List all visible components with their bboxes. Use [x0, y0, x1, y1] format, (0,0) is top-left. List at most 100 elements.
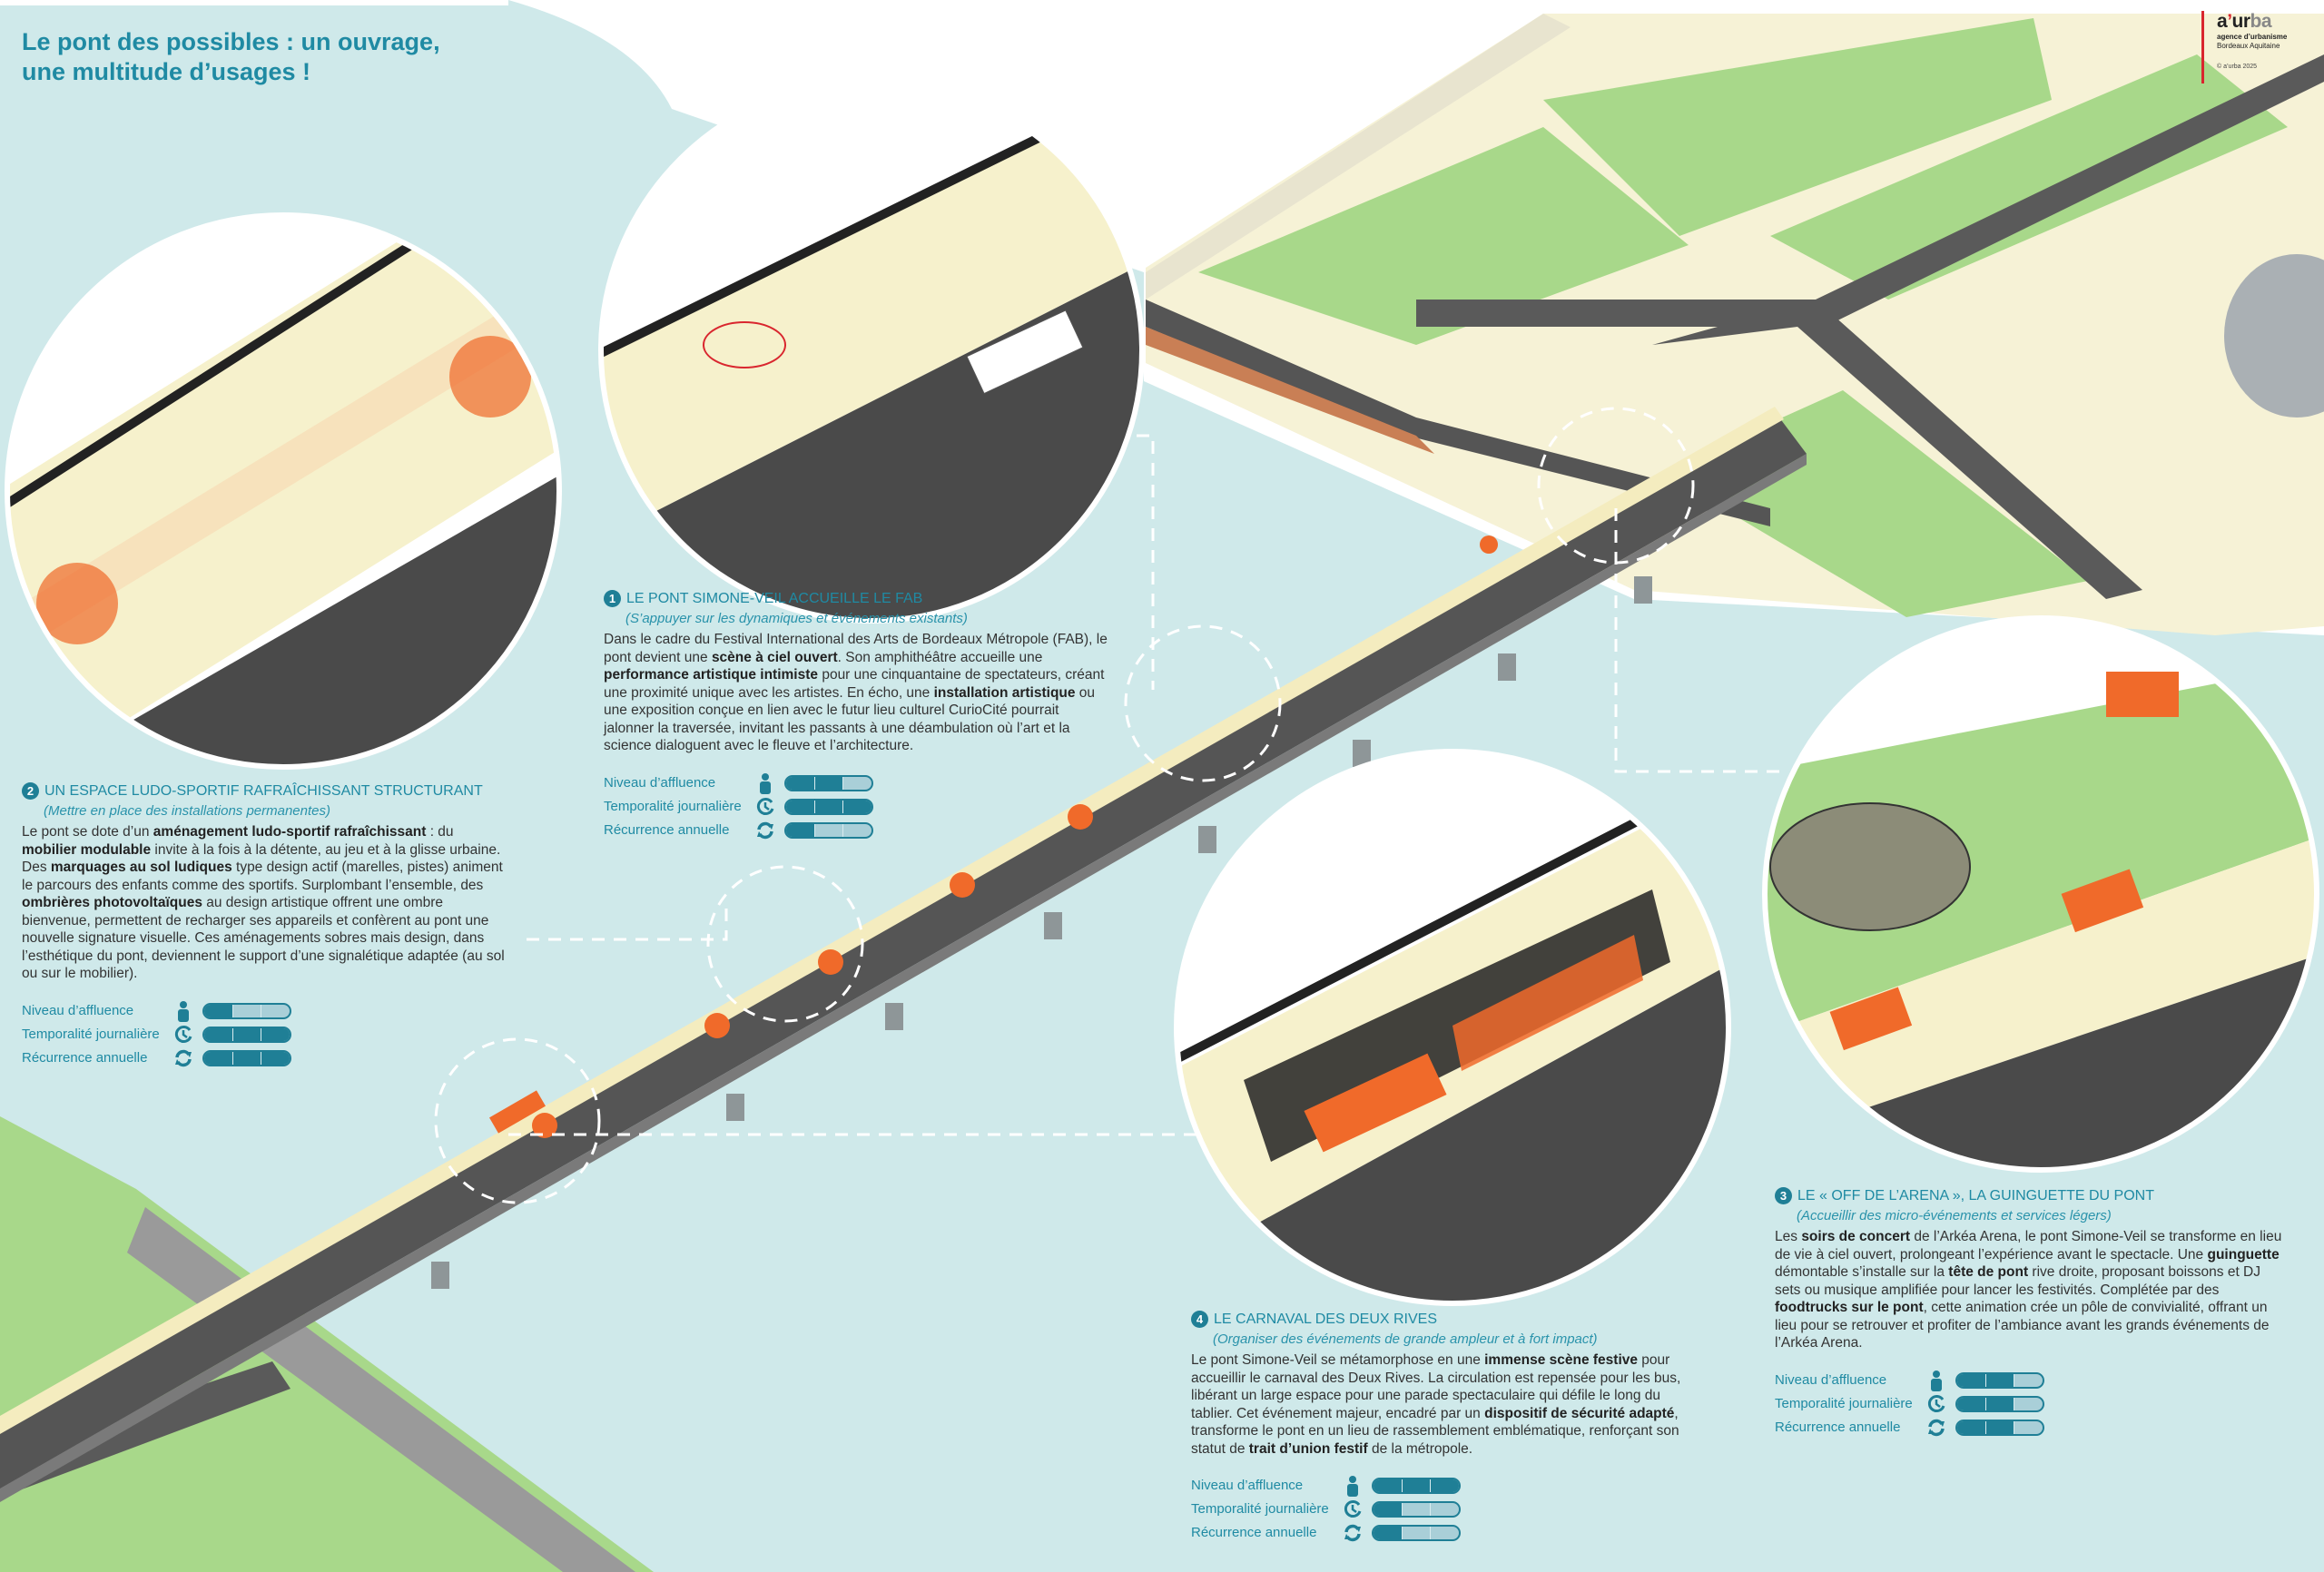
section-title: LE CARNAVAL DES DEUX RIVES: [1214, 1312, 1437, 1327]
indicator-row: Temporalité journalière: [604, 795, 1112, 819]
section-title: LE « OFF DE L’ARENA », LA GUINGUETTE DU …: [1797, 1188, 2154, 1204]
body-text: au design artistique offrent une ombre b…: [22, 895, 505, 981]
bar-segment: [261, 1051, 290, 1065]
section-heading: 4 LE CARNAVAL DES DEUX RIVES: [1191, 1311, 1699, 1329]
bar-segment: [1957, 1397, 1986, 1410]
connector-lines: [434, 407, 1779, 1204]
section-title: LE PONT SIMONE-VEIL ACCUEILLE LE FAB: [626, 591, 923, 606]
section-number: 3: [1775, 1187, 1792, 1205]
level-bar: [1372, 1478, 1461, 1494]
page-margin: [0, 0, 508, 5]
body-text: : du: [426, 824, 454, 840]
body-emphasis: guinguette: [2207, 1246, 2280, 1263]
indicator-row: Temporalité journalière: [1775, 1392, 2283, 1416]
zoom-circle-3: [1762, 615, 2319, 1173]
refresh-icon: [1925, 1417, 1948, 1439]
logo-ba: ba: [2250, 11, 2272, 32]
logo-apostrophe: ’: [2227, 11, 2232, 32]
indicator-label: Niveau d’affluence: [604, 774, 716, 791]
logo-line-2: Bordeaux Aquitaine: [2217, 42, 2280, 50]
refresh-icon: [172, 1047, 195, 1069]
bar-segment: [233, 1004, 262, 1017]
indicator-label: Récurrence annuelle: [22, 1049, 148, 1066]
bar-segment: [2014, 1374, 2043, 1387]
logo-wordmark: a’urba: [2217, 11, 2317, 33]
body-text: de l’Arkéa Arena, le pont Simone-Veil se…: [1775, 1229, 2282, 1263]
bar-segment: [261, 1027, 290, 1041]
bar-segment: [1403, 1527, 1432, 1539]
bar-segment: [814, 776, 844, 790]
level-bar: [1955, 1395, 2044, 1412]
level-bar: [1372, 1525, 1461, 1541]
section-heading: 3 LE « OFF DE L’ARENA », LA GUINGUETTE DU…: [1775, 1187, 2283, 1205]
indicator-label: Niveau d’affluence: [22, 1002, 134, 1018]
bar-segment: [1402, 1479, 1432, 1492]
bar-segment: [232, 1027, 262, 1041]
page-title: Le pont des possibles : un ouvrage, une …: [22, 27, 440, 87]
body-text: pour accueillir le carnaval des Deux Riv…: [1191, 1352, 1681, 1421]
section-body: Les soirs de concert de l’Arkéa Arena, l…: [1775, 1228, 2283, 1352]
bar-segment: [1374, 1503, 1403, 1516]
indicator-label: Temporalité journalière: [1775, 1395, 1913, 1411]
bar-segment: [786, 800, 815, 813]
section-heading: 1 LE PONT SIMONE-VEIL ACCUEILLE LE FAB: [604, 590, 1112, 608]
bar-segment: [814, 800, 844, 813]
bar-segment: [204, 1027, 233, 1041]
bar-segment: [1403, 1503, 1432, 1516]
indicator-row: Récurrence annuelle: [22, 1046, 512, 1070]
body-text: ou une exposition conçue en lien avec le…: [604, 684, 1096, 754]
indicator-row: Niveau d’affluence: [1775, 1369, 2283, 1392]
bar-segment: [843, 800, 872, 813]
body-emphasis: ombrières photovoltaïques: [22, 895, 202, 910]
bar-segment: [2014, 1421, 2043, 1434]
indicator-row: Récurrence annuelle: [1191, 1521, 1699, 1545]
indicator-label: Temporalité journalière: [1191, 1501, 1329, 1518]
section-number: 1: [604, 590, 621, 608]
logo-line-1: agence d’urbanisme: [2217, 33, 2288, 41]
bridge: [0, 407, 1807, 1502]
person-icon: [753, 772, 777, 794]
person-icon: [172, 1000, 195, 1022]
bar-segment: [1985, 1420, 2015, 1434]
section-subtitle: (Mettre en place des installations perma…: [44, 802, 330, 819]
indicator-row: Niveau d’affluence: [22, 999, 512, 1023]
section-subtitle: (Accueillir des micro-événements et serv…: [1797, 1207, 2112, 1223]
section-number: 4: [1191, 1311, 1208, 1329]
body-text: , cette animation crée un pôle de conviv…: [1775, 1300, 2270, 1351]
person-icon: [1341, 1475, 1364, 1497]
body-emphasis: installation artistique: [933, 684, 1076, 701]
zoom-circle-4: [1174, 749, 1731, 1306]
indicator-label: Récurrence annuelle: [1191, 1525, 1317, 1541]
bar-segment: [1985, 1373, 2015, 1387]
title-line-1: Le pont des possibles : un ouvrage,: [22, 28, 440, 55]
level-bar: [1955, 1371, 2044, 1389]
bar-segment: [232, 1051, 262, 1065]
level-bar: [202, 1026, 291, 1043]
body-text: pour une cinquantaine de spectateurs, cr…: [604, 667, 1105, 701]
indicator-row: Récurrence annuelle: [604, 819, 1112, 842]
zoom-circle-1: [598, 77, 1145, 624]
clock-icon: [172, 1024, 195, 1046]
body-emphasis: marquages au sol ludiques: [50, 860, 232, 875]
clock-icon: [1341, 1498, 1364, 1520]
bar-segment: [786, 776, 815, 790]
bar-segment: [815, 823, 844, 837]
level-bar: [784, 774, 873, 791]
bar-segment: [843, 824, 872, 837]
body-text: , transforme le pont en un lieu de rasse…: [1191, 1405, 1679, 1457]
body-emphasis: dispositif de sécurité adapté: [1484, 1405, 1675, 1421]
title-line-2: une multitude d’usages !: [22, 58, 311, 85]
indicator-label: Temporalité journalière: [22, 1026, 160, 1042]
body-emphasis: tête de pont: [1948, 1264, 2029, 1280]
bar-segment: [1957, 1420, 1986, 1434]
level-bar: [784, 798, 873, 815]
logo-a: a: [2217, 11, 2228, 32]
bar-segment: [261, 1005, 290, 1017]
body-text: . Son amphithéâtre accueille une: [837, 649, 1043, 665]
